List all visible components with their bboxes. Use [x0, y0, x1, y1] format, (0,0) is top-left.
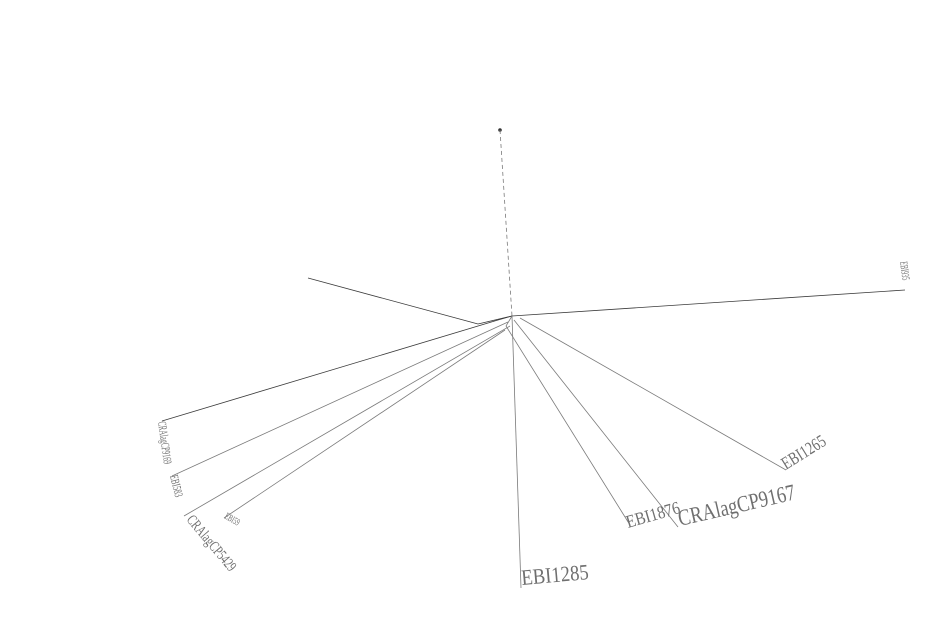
leaf-label: EBI1876 — [624, 497, 683, 532]
branch-leaf-top-right — [511, 289, 906, 317]
branch-leaf-left-4 — [223, 329, 506, 519]
root-branch — [499, 129, 513, 317]
tree-branches — [161, 128, 906, 589]
internal-branch — [497, 315, 513, 321]
branch-leaf-faint-left — [307, 277, 479, 325]
leaf-label: CRAlagCP9167 — [675, 479, 797, 532]
leaf-label: EBI935 — [898, 261, 913, 282]
leaf-label: EBI1265 — [778, 432, 830, 474]
leaf-label: CRAlagCP9169 — [154, 421, 173, 465]
branch-leaf-left-3 — [183, 325, 511, 517]
leaf-label: EBI1285 — [520, 561, 589, 590]
branch-leaf-right-3 — [519, 317, 787, 471]
branch-leaf-bottom — [511, 315, 522, 589]
branch-leaf-left-1 — [161, 319, 499, 422]
internal-branch — [505, 315, 513, 327]
leaf-label: EBI59 — [223, 511, 242, 528]
leaf-label: EBI583 — [166, 474, 184, 499]
tree-labels: EBI935CRAlagCP9169EBI583CRAlagCP5429EBI5… — [154, 261, 912, 591]
branch-leaf-right-2 — [513, 319, 679, 528]
branch-leaf-right-1 — [505, 325, 631, 526]
branch-leaf-left-2 — [171, 321, 509, 477]
